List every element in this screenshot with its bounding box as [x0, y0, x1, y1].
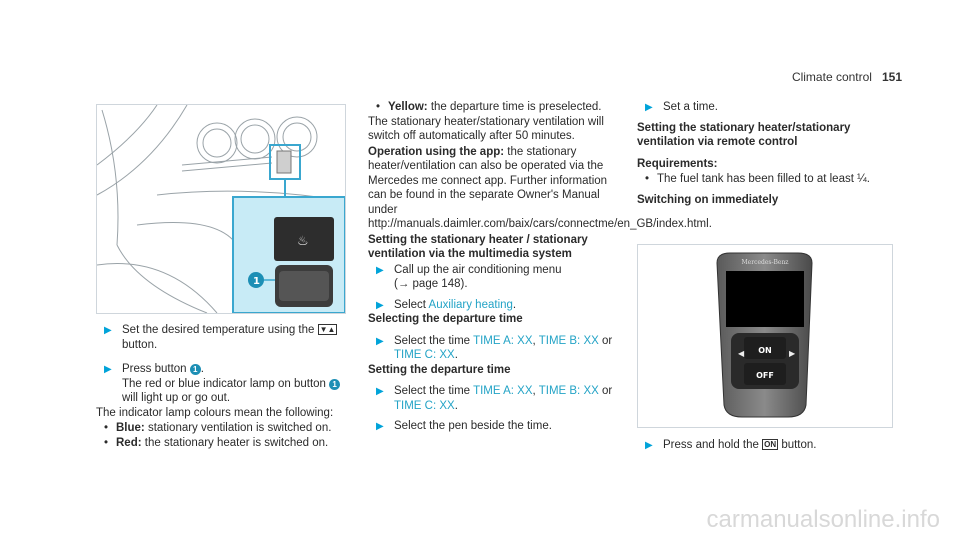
remote-control-drawing: Mercedes-Benz ON ◀ ▶ OFF [716, 252, 813, 418]
bullet-icon: • [104, 436, 109, 449]
remote-brand: Mercedes-Benz [742, 259, 789, 266]
step-select-time-2: ▶ Select the time TIME A: XX, TIME B: XX… [376, 385, 613, 412]
page-header: Climate control 151 [792, 70, 902, 85]
indicator-intro: The indicator lamp colours mean the foll… [96, 406, 334, 419]
heading-select-departure: Selecting the departure time [368, 313, 523, 325]
list-item-blue: • Blue: stationary ventilation is switch… [104, 422, 332, 434]
heading-set-departure: Setting the departure time [368, 363, 511, 376]
page-number: 151 [881, 70, 902, 84]
list-item-yellow: • Yellow: the departure time is preselec… [376, 101, 602, 113]
step-arrow-icon: ▶ [376, 335, 384, 347]
step-press-button: ▶ Press button 1. The red or blue indica… [96, 362, 346, 406]
svg-text:♨: ♨ [297, 234, 309, 249]
step-arrow-icon: ▶ [376, 299, 384, 311]
callout-1-icon: 1 [189, 364, 201, 375]
step-set-time: ▶ Set a time. [637, 100, 899, 115]
remote-left-icon[interactable]: ◀ [738, 349, 745, 358]
time-c-option: TIME C: XX [394, 349, 455, 361]
heading-remote-control: Setting the stationary heater/stationary… [637, 121, 851, 149]
menu-item-auxiliary-heating: Auxiliary heating [428, 298, 513, 311]
list-item-red: • Red: the stationary heater is switched… [104, 436, 329, 449]
step-select-pen: ▶ Select the pen beside the time. [368, 419, 618, 434]
time-a-option: TIME A: XX [473, 385, 533, 397]
time-b-option: TIME B: XX [538, 385, 599, 397]
step-select-time-1: ▶ Select the time TIME A: XX, TIME B: XX… [376, 334, 613, 362]
figure-callout: 1 [253, 276, 260, 287]
step-arrow-icon: ▶ [376, 386, 384, 397]
remote-on-label: ON [758, 346, 772, 355]
bullet-icon: • [104, 422, 109, 434]
column-2: • Yellow: the departure time is preselec… [368, 100, 712, 434]
temperature-key-icon: ▼▲ [317, 324, 338, 335]
step-set-temperature: ▶ Set the desired temperature using the … [104, 324, 338, 351]
step-arrow-icon: ▶ [104, 364, 112, 375]
requirements-label: Requirements: [637, 157, 718, 170]
heading-multimedia: Setting the stationary heater / stationa… [368, 233, 588, 261]
column-3-bottom: ▶ Press and hold the ON button. [637, 438, 899, 453]
step-press-on: ▶ Press and hold the ON button. [637, 438, 899, 453]
bullet-icon: • [376, 101, 381, 113]
bullet-icon: • [645, 173, 650, 185]
step-arrow-icon: ▶ [645, 440, 653, 451]
time-a-option: TIME A: XX [473, 334, 533, 347]
step-arrow-icon: ▶ [376, 264, 384, 276]
step-call-menu: ▶ Call up the air conditioning menu (→ p… [376, 263, 562, 291]
app-operation-note: Operation using the app: the stationary … [368, 145, 712, 231]
remote-right-icon[interactable]: ▶ [789, 349, 796, 358]
remote-on-button[interactable] [744, 337, 786, 359]
column-1: ▶ Set the desired temperature using the … [96, 323, 346, 450]
dashboard-illustration: ♨ 1 [96, 104, 346, 314]
callout-1-icon: 1 [329, 378, 341, 390]
remote-off-button[interactable] [744, 363, 786, 385]
on-key-icon: ON [762, 439, 779, 450]
remote-control-illustration: Mercedes-Benz ON ◀ ▶ OFF [637, 244, 893, 428]
remote-off-label: OFF [756, 371, 774, 380]
step-arrow-icon: ▶ [376, 421, 384, 432]
step-arrow-icon: ▶ [645, 102, 653, 113]
watermark: carmanualsonline.info [706, 505, 940, 533]
list-item-fuel: • The fuel tank has been filled to at le… [645, 173, 870, 185]
column-3: ▶ Set a time. Setting the stationary hea… [637, 100, 899, 208]
step-select-auxiliary: ▶ Select Auxiliary heating. [368, 298, 618, 313]
auto-off-note: The stationary heater/stationary ventila… [368, 115, 604, 143]
heading-switch-on: Switching on immediately [637, 193, 779, 206]
section-title: Climate control [791, 70, 872, 84]
time-b-option: TIME B: XX [538, 334, 599, 347]
dashboard-drawing: ♨ 1 [97, 105, 345, 313]
time-c-option: TIME C: XX [394, 399, 455, 412]
step-arrow-icon: ▶ [104, 325, 112, 336]
